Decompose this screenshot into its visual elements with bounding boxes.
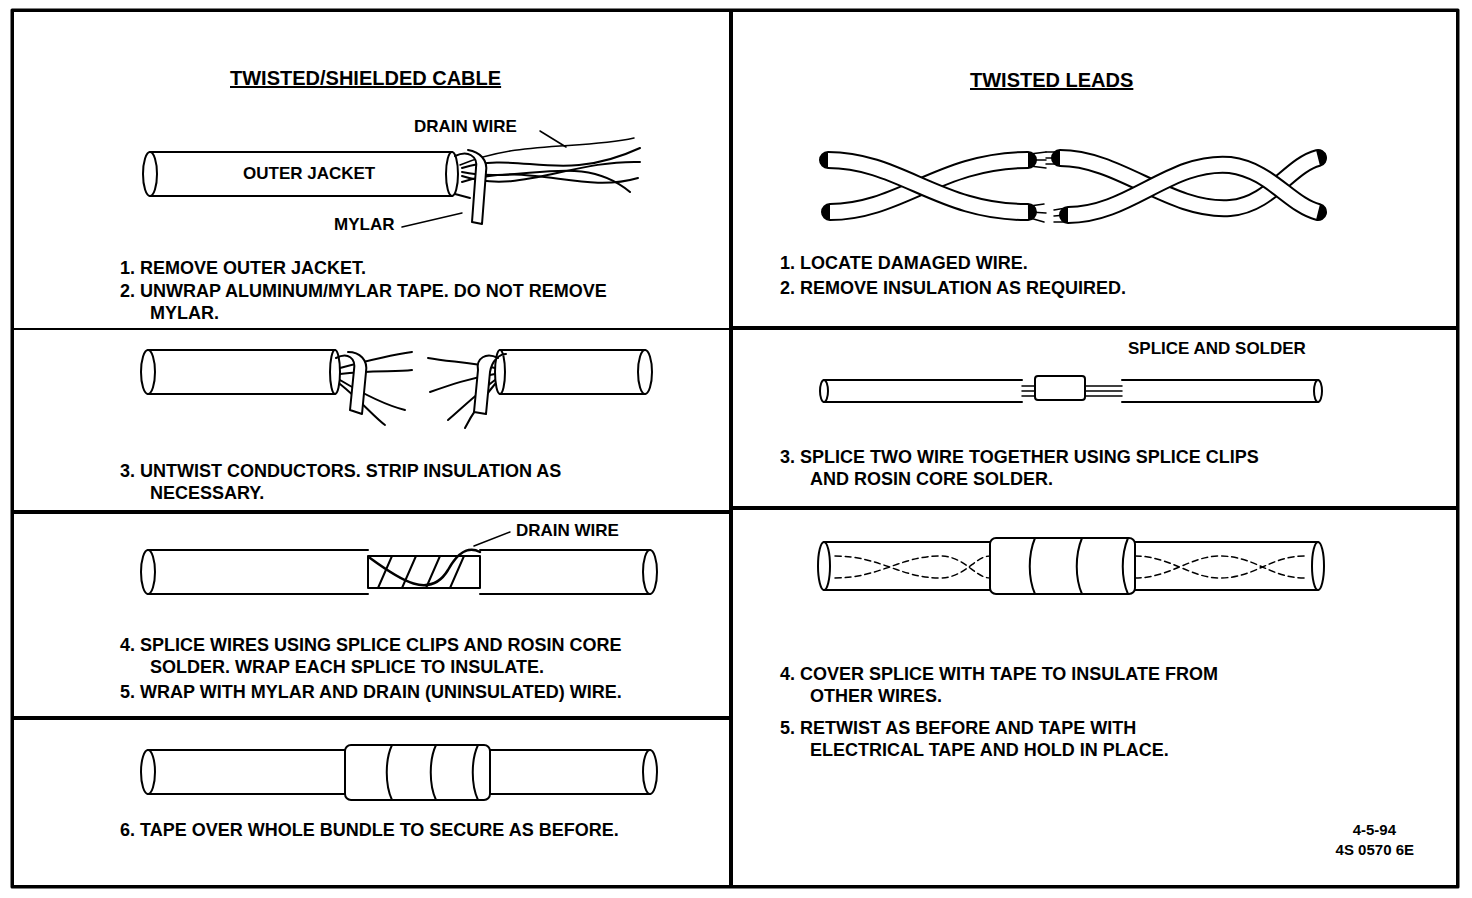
taped-twisted-pair bbox=[818, 538, 1324, 594]
text-slot: TWISTED LEADS bbox=[970, 68, 1133, 92]
text-slot: 3. SPLICE TWO WIRE TOGETHER USING SPLICE… bbox=[780, 446, 1260, 490]
panel-cell: 4. SPLICE WIRES USING SPLICE CLIPS AND R… bbox=[12, 512, 731, 718]
text-slot: 5. RETWIST AS BEFORE AND TAPE WITH ELECT… bbox=[780, 717, 1212, 761]
label-slot: 4-5-94 bbox=[1353, 820, 1396, 839]
mylar-wrap bbox=[141, 532, 657, 594]
drawing-number: 4-5-94 bbox=[1353, 820, 1396, 839]
text-slot: 3. UNTWIST CONDUCTORS. STRIP INSULATION … bbox=[120, 460, 640, 504]
twisted-leads bbox=[828, 152, 1318, 222]
procedure-step: 4. SPLICE WIRES USING SPLICE CLIPS AND R… bbox=[120, 634, 685, 678]
label-slot: OUTER JACKET bbox=[243, 164, 375, 184]
text-slot: 4. SPLICE WIRES USING SPLICE CLIPS AND R… bbox=[120, 634, 685, 678]
text-slot: TWISTED/SHIELDED CABLE bbox=[230, 66, 501, 90]
panel-cell: 3. SPLICE TWO WIRE TOGETHER USING SPLICE… bbox=[731, 328, 1458, 508]
procedure-step: 3. UNTWIST CONDUCTORS. STRIP INSULATION … bbox=[120, 460, 640, 504]
label-slot: 4S 0570 6E bbox=[1336, 840, 1414, 859]
text-slot: 2. REMOVE INSULATION AS REQUIRED. bbox=[780, 277, 1380, 299]
procedure-step: 5. WRAP WITH MYLAR AND DRAIN (UNINSULATE… bbox=[120, 681, 720, 703]
panel-cell: 6. TAPE OVER WHOLE BUNDLE TO SECURE AS B… bbox=[12, 718, 731, 887]
text-slot: 1. REMOVE OUTER JACKET. bbox=[120, 257, 710, 279]
stripped-cable bbox=[143, 131, 640, 227]
procedure-step: 1. REMOVE OUTER JACKET. bbox=[120, 257, 710, 279]
procedure-step: 1. LOCATE DAMAGED WIRE. bbox=[780, 252, 1380, 274]
procedure-step: 2. UNWRAP ALUMINUM/MYLAR TAPE. DO NOT RE… bbox=[120, 280, 615, 324]
panel-cell: 3. UNTWIST CONDUCTORS. STRIP INSULATION … bbox=[12, 328, 731, 512]
part-label: OUTER JACKET bbox=[243, 164, 375, 184]
procedure-step: 5. RETWIST AS BEFORE AND TAPE WITH ELECT… bbox=[780, 717, 1212, 761]
outer-frame bbox=[12, 10, 1458, 887]
part-label: DRAIN WIRE bbox=[516, 521, 619, 541]
untwisted-conductors bbox=[141, 350, 652, 428]
text-slot: 2. UNWRAP ALUMINUM/MYLAR TAPE. DO NOT RE… bbox=[120, 280, 615, 324]
panel-title: TWISTED/SHIELDED CABLE bbox=[230, 66, 501, 90]
text-slot: 1. LOCATE DAMAGED WIRE. bbox=[780, 252, 1380, 274]
panel-title: TWISTED LEADS bbox=[970, 68, 1133, 92]
procedure-step: 4. COVER SPLICE WITH TAPE TO INSULATE FR… bbox=[780, 663, 1228, 707]
panel-cell: TWISTED LEADS 1. LOCATE DAMAGED WIRE. 2. R… bbox=[731, 10, 1458, 328]
procedure-step: 3. SPLICE TWO WIRE TOGETHER USING SPLICE… bbox=[780, 446, 1260, 490]
part-label: SPLICE AND SOLDER bbox=[1128, 339, 1306, 359]
text-slot: 5. WRAP WITH MYLAR AND DRAIN (UNINSULATE… bbox=[120, 681, 720, 703]
spliced-wire bbox=[820, 376, 1322, 402]
part-label: MYLAR bbox=[334, 215, 394, 235]
label-slot: SPLICE AND SOLDER bbox=[1128, 339, 1306, 359]
taped-bundle bbox=[141, 745, 657, 800]
part-label: DRAIN WIRE bbox=[414, 117, 517, 137]
panel-cell: 4. COVER SPLICE WITH TAPE TO INSULATE FR… bbox=[731, 508, 1458, 887]
text-slot: 4. COVER SPLICE WITH TAPE TO INSULATE FR… bbox=[780, 663, 1228, 707]
drawing-number: 4S 0570 6E bbox=[1336, 840, 1414, 859]
label-slot: MYLAR bbox=[334, 215, 394, 235]
text-slot: 6. TAPE OVER WHOLE BUNDLE TO SECURE AS B… bbox=[120, 819, 720, 841]
label-slot: DRAIN WIRE bbox=[414, 117, 517, 137]
procedure-step: 6. TAPE OVER WHOLE BUNDLE TO SECURE AS B… bbox=[120, 819, 720, 841]
label-slot: DRAIN WIRE bbox=[516, 521, 619, 541]
procedure-step: 2. REMOVE INSULATION AS REQUIRED. bbox=[780, 277, 1380, 299]
